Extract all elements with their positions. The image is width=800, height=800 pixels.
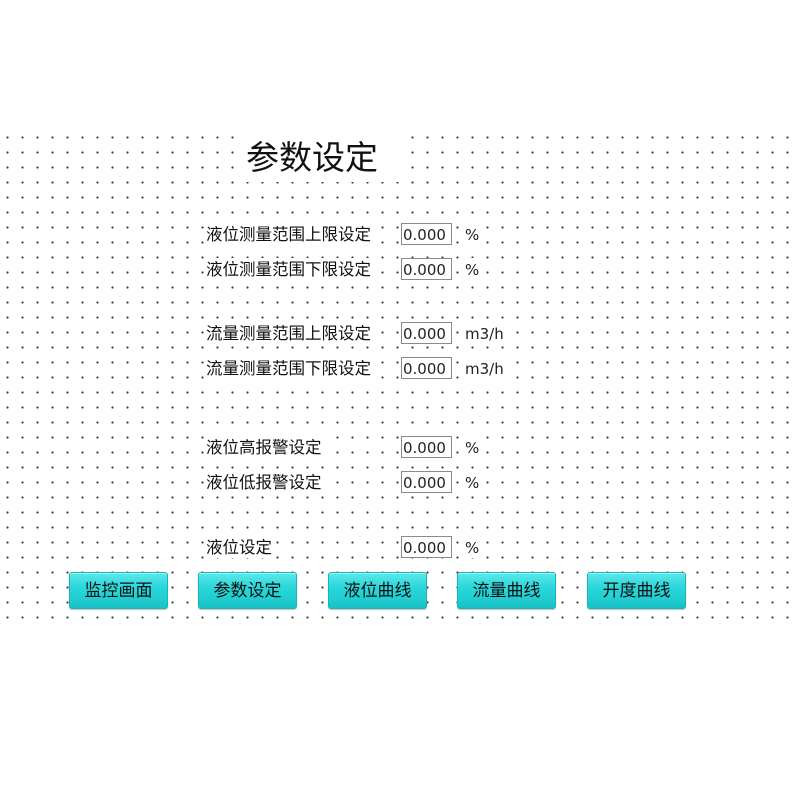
dot-grid-background [0, 130, 800, 630]
param-unit: m3/h [464, 357, 505, 379]
flow-curve-button[interactable]: 流量曲线 [457, 572, 556, 609]
level-high-alarm-input[interactable]: 0.000 [401, 436, 452, 458]
level-setpoint-input[interactable]: 0.000 [401, 536, 452, 558]
param-label: 液位测量范围下限设定 [204, 258, 373, 280]
param-label: 流量测量范围上限设定 [204, 322, 373, 344]
parameter-settings-button[interactable]: 参数设定 [198, 572, 297, 609]
flow-range-upper-input[interactable]: 0.000 [401, 322, 452, 344]
param-unit: % [464, 471, 481, 493]
param-label: 液位设定 [204, 536, 274, 558]
param-unit: % [464, 223, 481, 245]
param-label: 液位测量范围上限设定 [204, 223, 373, 245]
level-range-lower-input[interactable]: 0.000 [401, 258, 452, 280]
level-range-upper-input[interactable]: 0.000 [401, 223, 452, 245]
param-unit: m3/h [464, 322, 505, 344]
opening-curve-button[interactable]: 开度曲线 [587, 572, 686, 609]
flow-range-lower-input[interactable]: 0.000 [401, 357, 452, 379]
level-low-alarm-input[interactable]: 0.000 [401, 471, 452, 493]
param-label: 液位低报警设定 [204, 471, 324, 493]
param-label: 液位高报警设定 [204, 436, 324, 458]
monitor-screen-button[interactable]: 监控画面 [69, 572, 168, 609]
param-unit: % [464, 258, 481, 280]
param-label: 流量测量范围下限设定 [204, 357, 373, 379]
param-unit: % [464, 536, 481, 558]
level-curve-button[interactable]: 液位曲线 [328, 572, 427, 609]
param-unit: % [464, 436, 481, 458]
page-title: 参数设定 [240, 134, 400, 182]
